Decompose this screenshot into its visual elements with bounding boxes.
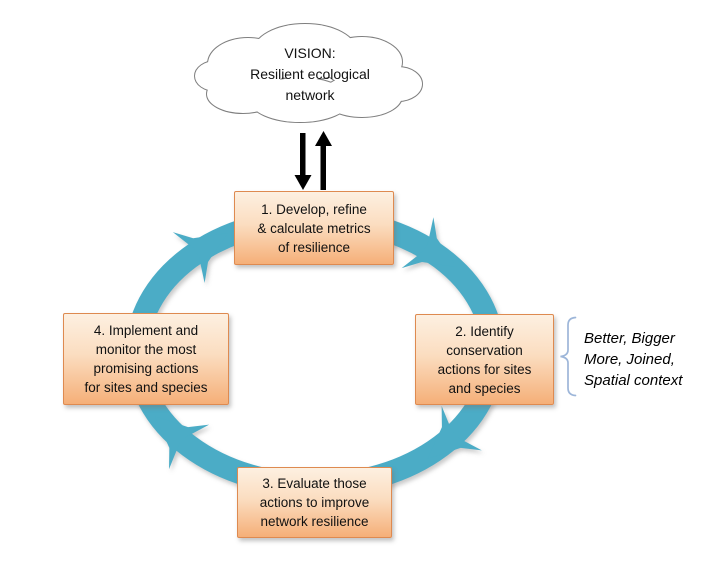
- cycle-arrowhead: [172, 232, 228, 283]
- cycle-arrowhead: [427, 405, 482, 459]
- vision-title: VISION:: [284, 45, 336, 61]
- cycle-arrowhead: [154, 416, 210, 470]
- step-3-line: actions to improve: [259, 495, 370, 510]
- step-2-line: conservation: [446, 342, 523, 358]
- side-note-line: Better, Bigger: [584, 330, 675, 347]
- step-4-line: monitor the most: [95, 342, 197, 357]
- vision-cloud: [194, 23, 423, 123]
- step-4-line: promising actions: [93, 361, 199, 376]
- up-arrow-icon: [315, 131, 332, 190]
- side-note: Better, Bigger More, Joined, Spatial con…: [584, 328, 714, 391]
- step-1-line: of resilience: [277, 239, 351, 255]
- step-box-2: 2. Identify conservation actions for sit…: [415, 314, 554, 405]
- step-3-line: network resilience: [260, 514, 369, 529]
- down-arrow-icon: [294, 133, 312, 190]
- vision-line2: network: [285, 87, 335, 103]
- vision-label: VISION: Resilient ecological network: [203, 43, 417, 106]
- step-2-line: actions for sites: [437, 361, 532, 377]
- step-4-line: 4. Implement and: [93, 323, 199, 338]
- brace-icon: [560, 316, 577, 397]
- step-1-line: & calculate metrics: [257, 220, 371, 236]
- step-box-1: 1. Develop, refine & calculate metrics o…: [234, 191, 394, 265]
- side-note-line: More, Joined,: [584, 351, 675, 368]
- cycle-arrowhead: [401, 217, 457, 269]
- side-note-line: Spatial context: [584, 372, 683, 389]
- vision-line1: Resilient ecological: [250, 66, 370, 82]
- step-1-line: 1. Develop, refine: [261, 201, 367, 217]
- step-4-line: for sites and species: [84, 380, 208, 395]
- step-box-3: 3. Evaluate those actions to improve net…: [237, 467, 392, 538]
- step-box-4: 4. Implement and monitor the most promis…: [63, 313, 229, 405]
- step-3-line: 3. Evaluate those: [262, 476, 367, 491]
- step-2-line: 2. Identify: [455, 323, 514, 339]
- step-2-line: and species: [448, 380, 521, 396]
